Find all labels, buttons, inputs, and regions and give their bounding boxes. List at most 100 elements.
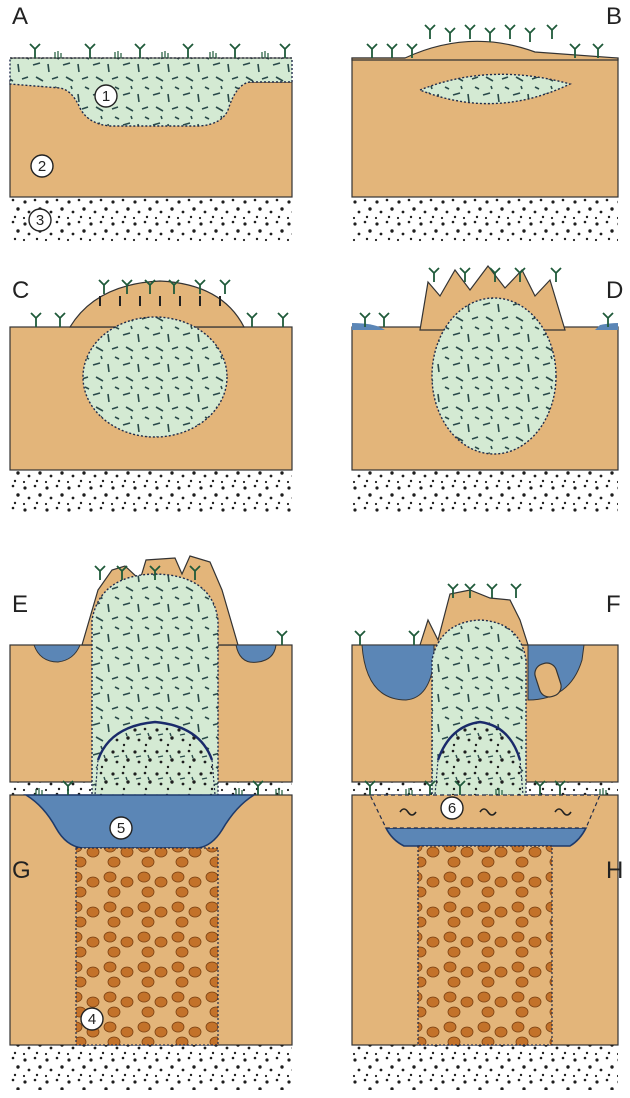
plant-icon bbox=[85, 44, 95, 58]
panel-letter-h: H bbox=[606, 857, 623, 884]
gravel-layer bbox=[352, 1045, 618, 1090]
plant-icon bbox=[387, 44, 397, 58]
lake bbox=[386, 828, 586, 846]
plant-icon bbox=[55, 313, 65, 327]
gravel-layer bbox=[352, 197, 618, 242]
marker-number: 6 bbox=[448, 800, 456, 817]
plant-stem bbox=[30, 44, 40, 58]
debris-fill bbox=[418, 846, 552, 1045]
panel-letter-a: A bbox=[12, 3, 28, 30]
plant-icon bbox=[31, 313, 41, 327]
plant-icon bbox=[511, 584, 521, 598]
marker-number: 4 bbox=[88, 1011, 96, 1028]
marker-number: 5 bbox=[117, 820, 125, 837]
plant-icon bbox=[525, 28, 535, 42]
plant-icon bbox=[280, 44, 290, 58]
grass-blade bbox=[55, 51, 61, 58]
plant-stem bbox=[55, 313, 65, 327]
plant-stem bbox=[485, 28, 495, 42]
plant-stem bbox=[547, 25, 557, 39]
marker-number: 3 bbox=[36, 212, 44, 229]
grass-tuft-icon bbox=[210, 51, 216, 58]
plant-icon bbox=[429, 268, 439, 282]
plant-stem bbox=[505, 25, 515, 39]
plant-icon bbox=[355, 631, 365, 645]
plant-stem bbox=[445, 28, 455, 42]
plant-stem bbox=[367, 44, 377, 58]
number-marker: 5 bbox=[110, 817, 132, 839]
gravel-layer bbox=[10, 197, 292, 242]
panel-letter-b: B bbox=[606, 3, 622, 30]
plant-stem bbox=[425, 25, 435, 39]
panel-letter-f: F bbox=[606, 591, 621, 618]
grass-blade bbox=[262, 51, 268, 58]
plant-icon bbox=[547, 25, 557, 39]
plant-stem bbox=[511, 584, 521, 598]
plant-icon bbox=[379, 313, 389, 327]
plant-stem bbox=[409, 631, 419, 645]
plant-icon bbox=[551, 268, 561, 282]
plant-stem bbox=[280, 44, 290, 58]
plant-stem bbox=[230, 44, 240, 58]
plant-icon bbox=[220, 280, 230, 294]
grass-blade bbox=[210, 51, 216, 58]
grass-tuft-icon bbox=[162, 51, 168, 58]
plant-stem bbox=[355, 631, 365, 645]
ice-core bbox=[83, 317, 227, 437]
number-marker: 6 bbox=[441, 797, 463, 819]
panel-letter-c: C bbox=[12, 277, 29, 304]
grass-tuft-icon bbox=[115, 51, 121, 58]
plant-icon bbox=[505, 25, 515, 39]
plant-icon bbox=[135, 44, 145, 58]
plant-stem bbox=[387, 44, 397, 58]
gravel-layer bbox=[352, 470, 618, 512]
marker-number: 2 bbox=[38, 158, 46, 175]
plant-icon bbox=[487, 584, 497, 598]
plant-stem bbox=[487, 584, 497, 598]
gravel-layer bbox=[10, 1045, 292, 1090]
plant-icon bbox=[278, 313, 288, 327]
plant-stem bbox=[247, 313, 257, 327]
plant-icon bbox=[445, 28, 455, 42]
plant-stem bbox=[95, 566, 105, 580]
grass-tuft-icon bbox=[262, 51, 268, 58]
gravel-layer bbox=[10, 470, 292, 512]
plant-icon bbox=[465, 25, 475, 39]
panel-letter-e: E bbox=[12, 591, 28, 618]
ice-core bbox=[432, 298, 556, 454]
plant-stem bbox=[277, 631, 287, 645]
lake-fill-sediment bbox=[370, 795, 600, 828]
grass-blade bbox=[115, 51, 121, 58]
plant-stem bbox=[85, 44, 95, 58]
plant-stem bbox=[99, 280, 109, 294]
plant-stem bbox=[551, 268, 561, 282]
marker-number: 1 bbox=[102, 88, 110, 105]
number-marker: 4 bbox=[81, 1008, 103, 1030]
number-marker: 1 bbox=[95, 85, 117, 107]
plant-icon bbox=[99, 280, 109, 294]
plant-stem bbox=[379, 313, 389, 327]
plant-icon bbox=[95, 566, 105, 580]
grass-blade bbox=[162, 51, 168, 58]
plant-icon bbox=[247, 313, 257, 327]
plant-icon bbox=[425, 25, 435, 39]
plant-stem bbox=[220, 280, 230, 294]
plant-stem bbox=[31, 313, 41, 327]
plant-icon bbox=[230, 44, 240, 58]
plant-stem bbox=[429, 268, 439, 282]
grass-tuft-icon bbox=[55, 51, 61, 58]
panel-letter-g: G bbox=[12, 857, 31, 884]
plant-icon bbox=[277, 631, 287, 645]
panel-letter-d: D bbox=[606, 277, 623, 304]
plant-stem bbox=[525, 28, 535, 42]
plant-stem bbox=[135, 44, 145, 58]
plant-stem bbox=[465, 25, 475, 39]
plant-stem bbox=[183, 44, 193, 58]
plant-icon bbox=[183, 44, 193, 58]
plant-icon bbox=[30, 44, 40, 58]
plant-icon bbox=[367, 44, 377, 58]
number-marker: 3 bbox=[29, 209, 51, 231]
number-marker: 2 bbox=[31, 155, 53, 177]
